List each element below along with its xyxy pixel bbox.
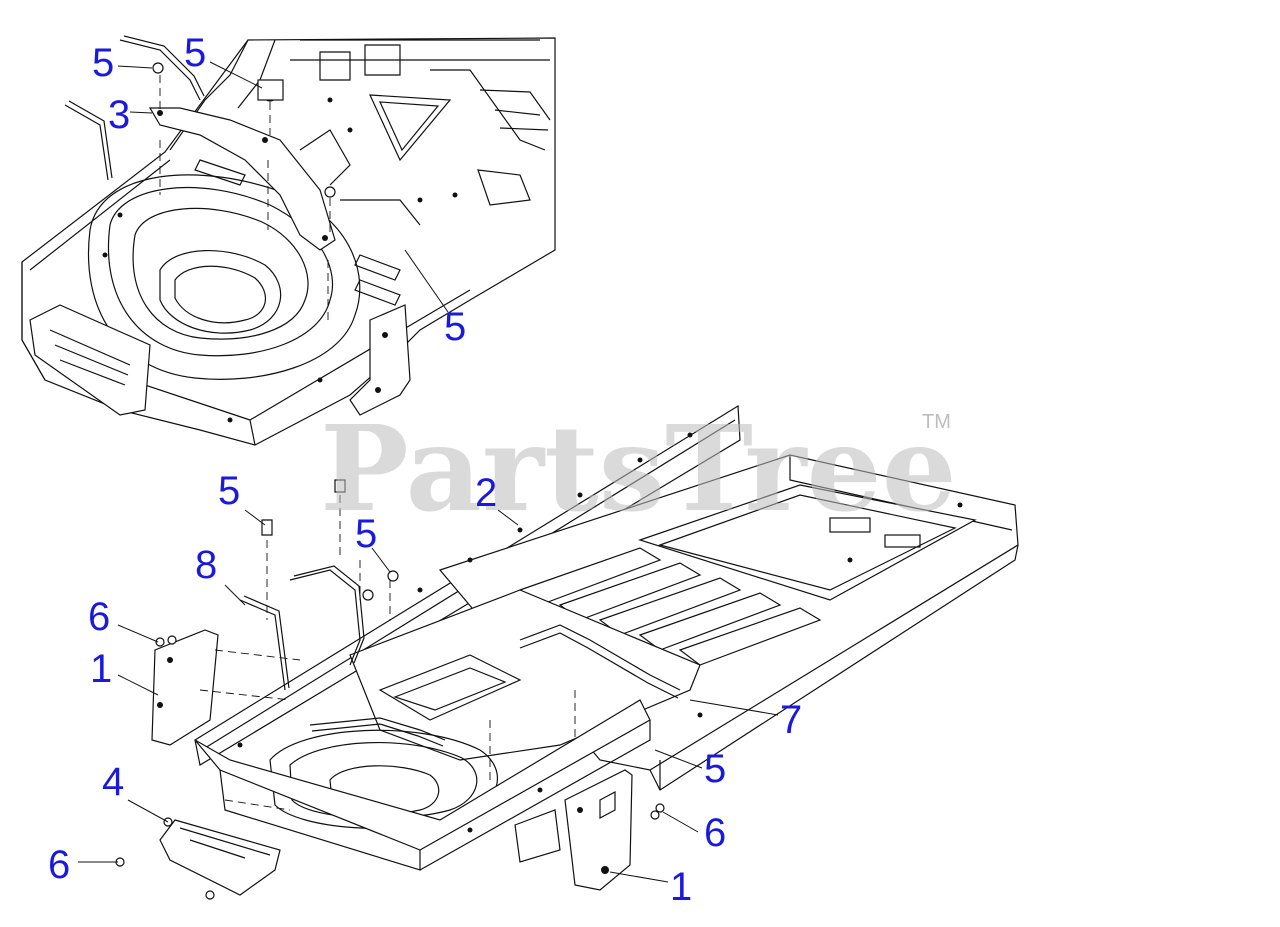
callout-5: 5 [704, 747, 726, 791]
callout-labels: 5 5 3 5 2 5 5 8 6 1 7 5 4 6 6 1 [48, 31, 802, 909]
main-view [78, 404, 1019, 900]
callout-6: 6 [704, 811, 726, 855]
callout-7: 7 [780, 698, 802, 742]
callout-6: 6 [88, 595, 110, 639]
callout-6: 6 [48, 843, 70, 887]
watermark: PartsTree TM [320, 399, 957, 538]
callout-5: 5 [218, 469, 240, 513]
detail-view-inset [21, 35, 556, 446]
callout-5: 5 [444, 305, 466, 349]
callout-8: 8 [195, 543, 217, 587]
callout-2: 2 [475, 471, 497, 515]
callout-4: 4 [102, 760, 124, 804]
trademark-symbol: TM [922, 411, 951, 433]
callout-5: 5 [92, 41, 114, 85]
callout-1: 1 [90, 647, 112, 691]
callout-5: 5 [355, 512, 377, 556]
watermark-text: PartsTree [320, 399, 957, 538]
callout-3: 3 [108, 93, 130, 137]
callout-5: 5 [184, 31, 206, 75]
callout-1: 1 [670, 865, 692, 909]
